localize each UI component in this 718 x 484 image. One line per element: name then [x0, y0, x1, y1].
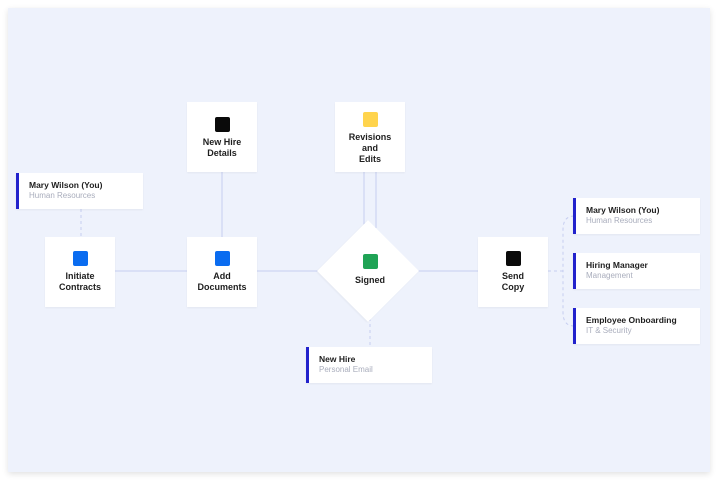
person-name: New Hire — [319, 354, 356, 364]
new-hire-details-node[interactable]: New Hire Details — [187, 102, 257, 172]
signer-card[interactable]: New Hire Personal Email — [306, 347, 432, 383]
person-role: Personal Email — [319, 364, 373, 374]
green-square-icon — [362, 254, 378, 269]
blue-square-icon — [214, 251, 230, 266]
black-square-icon — [505, 251, 521, 266]
recipient-card[interactable]: Employee Onboarding IT & Security — [573, 308, 700, 344]
blue-square-icon — [72, 251, 88, 266]
person-role: IT & Security — [586, 325, 632, 335]
node-label: Revisions — [348, 132, 392, 142]
person-role: Human Resources — [29, 190, 96, 200]
recipient-card[interactable]: Hiring Manager Management — [573, 253, 700, 289]
node-label: Contracts — [58, 281, 101, 292]
node-label: Details — [207, 147, 237, 158]
revisions-node[interactable]: Revisions and Edits — [335, 102, 405, 172]
person-role: Human Resources — [586, 215, 653, 225]
person-name: Employee Onboarding — [586, 315, 677, 325]
node-label: Copy — [501, 281, 525, 292]
node-label: Send — [501, 271, 524, 281]
node-label: and — [361, 142, 378, 153]
signed-node-content: Signed — [330, 254, 410, 285]
node-label: Edits — [358, 153, 381, 164]
person-role: Management — [586, 270, 633, 280]
send-copy-node[interactable]: Send Copy — [478, 237, 548, 307]
node-label: Signed — [354, 275, 385, 285]
person-name: Mary Wilson (You) — [586, 205, 660, 215]
person-name: Mary Wilson (You) — [29, 180, 103, 190]
person-name: Hiring Manager — [586, 260, 648, 270]
node-label: New Hire — [202, 137, 242, 147]
connector-recipient-bracket-top — [562, 215, 575, 271]
black-square-icon — [214, 117, 230, 132]
connector-recipient-bracket-bottom — [562, 271, 575, 327]
recipient-card[interactable]: Mary Wilson (You) Human Resources — [573, 198, 700, 234]
node-label: Documents — [197, 281, 247, 292]
initiate-contracts-node[interactable]: Initiate Contracts — [45, 237, 115, 307]
add-documents-node[interactable]: Add Documents — [187, 237, 257, 307]
yellow-square-icon — [362, 112, 378, 127]
initiator-card[interactable]: Mary Wilson (You) Human Resources — [16, 173, 143, 209]
node-label: Add — [213, 271, 231, 281]
node-label: Initiate — [65, 271, 95, 281]
